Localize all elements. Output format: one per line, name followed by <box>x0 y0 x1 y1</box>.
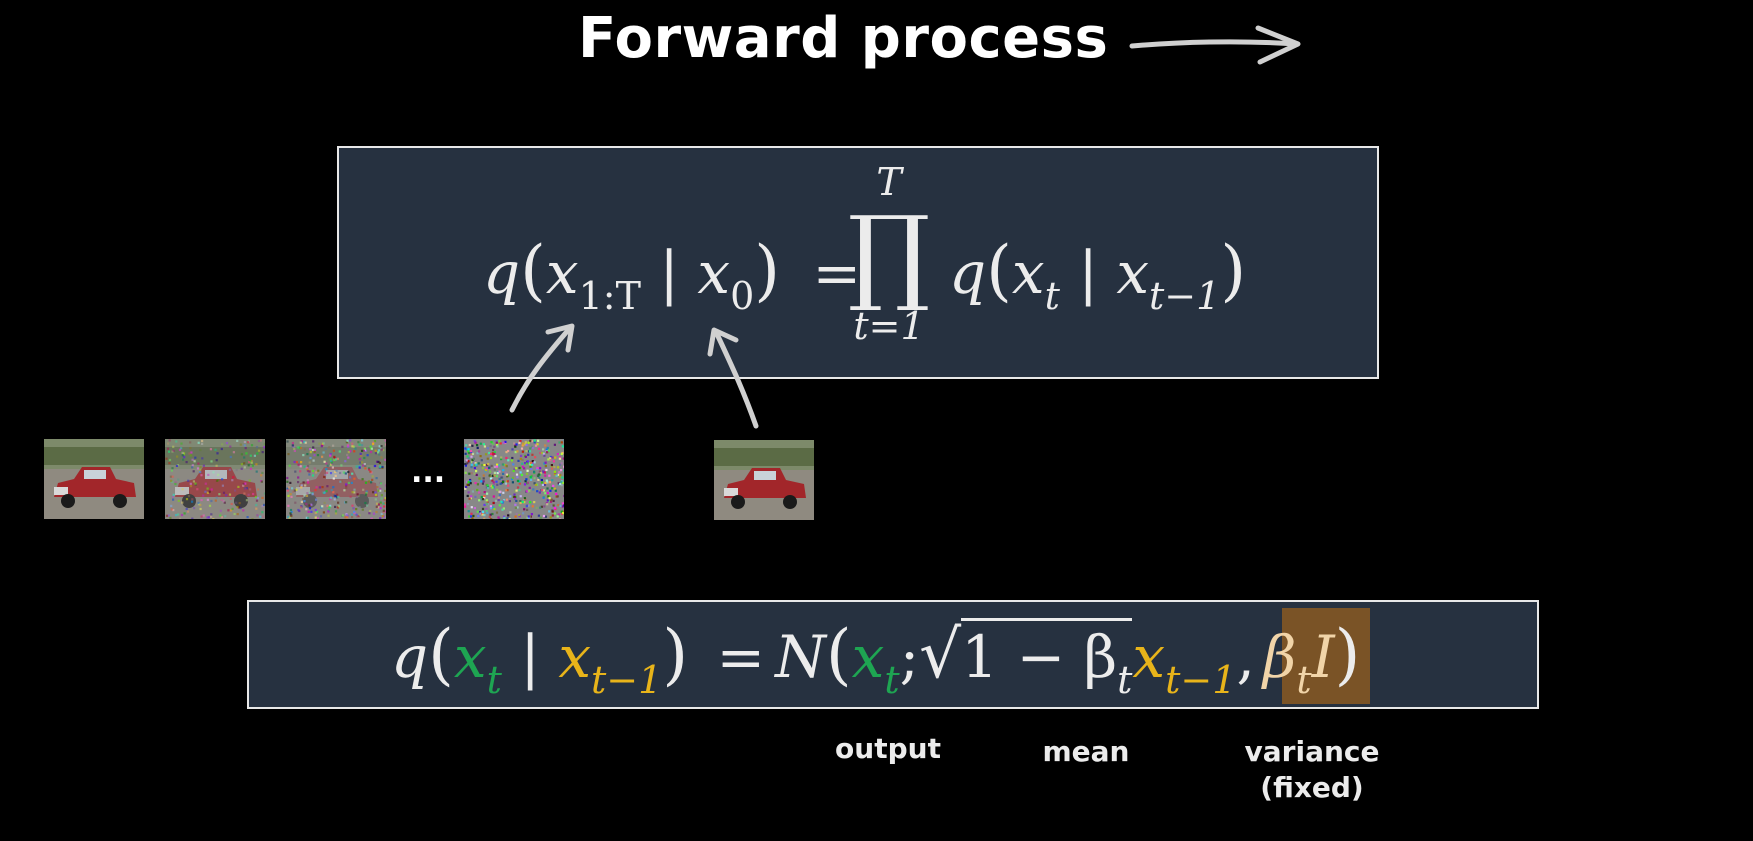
lhs-cond-sub: 0 <box>730 274 755 318</box>
step-cond: x <box>558 623 592 691</box>
label-fixed-text: (fixed) <box>1260 771 1364 804</box>
variance-beta-sub: t <box>1296 658 1312 702</box>
joint-rhs: q(xt | xt−1) <box>949 232 1247 318</box>
noisy-thumbnail-1 <box>165 439 265 519</box>
truck-image-1 <box>165 439 265 519</box>
rhs-cond-sub: t−1 <box>1149 274 1221 318</box>
rhs-cond: x <box>1116 239 1150 307</box>
comma: , <box>1236 623 1255 691</box>
step-cond-sub: t−1 <box>591 658 663 702</box>
lhs-var: x <box>545 239 579 307</box>
arrow-to-x0-icon <box>707 327 759 429</box>
forward-step-equation: q(xt | xt−1) =N(xt;√1 − βtxt−1,βtI) <box>391 616 1361 702</box>
sqrt-radicand: 1 − βt <box>961 618 1133 702</box>
variance-beta: β <box>1262 623 1297 691</box>
rhs-sub: t <box>1044 274 1060 318</box>
mean-sub: t−1 <box>1165 658 1237 702</box>
sqrt-content: 1 − β <box>961 623 1118 691</box>
prod-lower: t=1 <box>853 304 925 348</box>
step-var: x <box>453 623 487 691</box>
arrow-to-x1T-icon <box>509 323 575 413</box>
step-fn: q <box>391 623 429 691</box>
page-title: Forward process <box>578 6 1109 71</box>
ellipsis: ... <box>411 455 446 490</box>
label-variance-text: variance <box>1244 735 1380 768</box>
mean-var: x <box>1132 623 1166 691</box>
sqrt-sub: t <box>1117 658 1133 702</box>
sqrt-icon: √ <box>919 616 962 693</box>
identity-matrix: I <box>1311 623 1335 691</box>
equals-sign: = <box>812 239 862 307</box>
joint-distribution-box: q(x1:T | x0) = T ∏ t=1 q(xt | xt−1) <box>337 146 1379 379</box>
step-var-sub: t <box>486 658 502 702</box>
label-mean: mean <box>1042 735 1130 768</box>
noisy-thumbnail-3 <box>464 439 564 519</box>
forward-arrow-icon <box>1129 25 1301 65</box>
output-sub: t <box>884 658 900 702</box>
truck-image-0 <box>44 439 144 519</box>
prod-symbol: ∏ <box>847 193 931 315</box>
label-output: output <box>835 732 941 765</box>
step-equals: = <box>716 623 766 691</box>
lhs-cond: x <box>697 239 731 307</box>
truck-image-2 <box>286 439 386 519</box>
output-var: x <box>851 623 885 691</box>
lhs-fn: q <box>483 239 521 307</box>
prod-upper: T <box>876 160 902 204</box>
clean-image-x0 <box>710 440 818 520</box>
label-variance: variance (fixed) <box>1222 734 1402 806</box>
forward-step-box: q(xt | xt−1) =N(xt;√1 − βtxt−1,βtI) <box>247 600 1539 709</box>
variance-highlight <box>1282 608 1370 704</box>
noisy-thumbnail-0 <box>44 439 144 519</box>
product-operator: T ∏ t=1 <box>844 160 934 348</box>
joint-lhs: q(x1:T | x0) = <box>483 232 862 318</box>
rhs-var: x <box>1011 239 1045 307</box>
semicolon: ; <box>899 623 920 691</box>
rhs-fn: q <box>949 239 987 307</box>
noisy-thumbnail-2 <box>286 439 386 519</box>
truck-image-9 <box>714 440 814 520</box>
lhs-sub: 1:T <box>578 274 641 318</box>
truck-image-3 <box>464 439 564 519</box>
normal-dist: N <box>775 623 826 691</box>
